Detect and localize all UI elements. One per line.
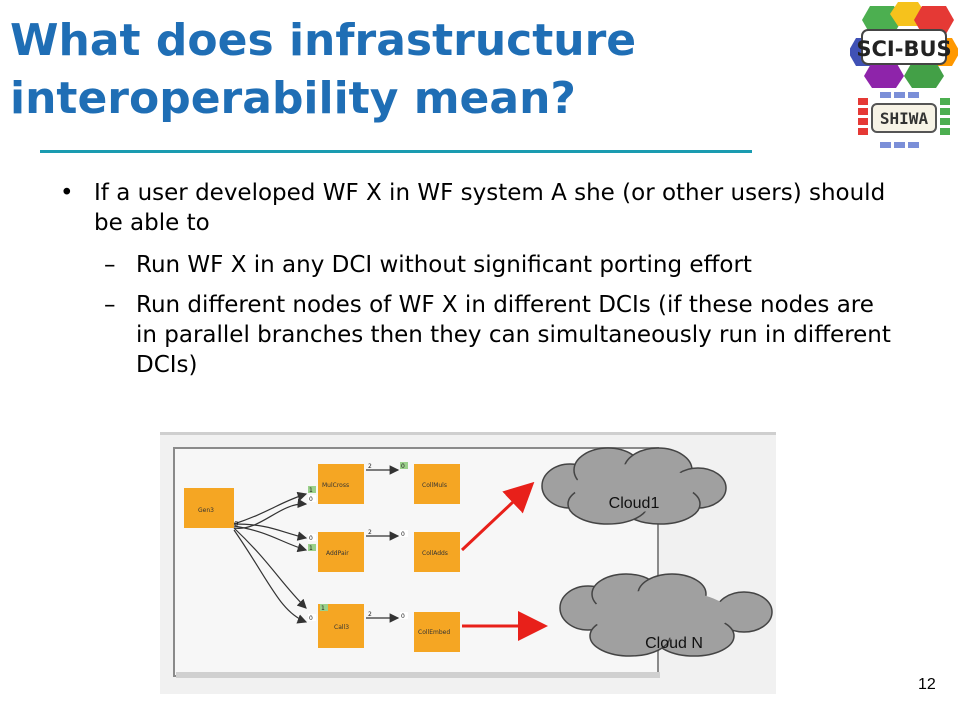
port-label: 0	[309, 615, 313, 622]
cloud-1-label: Cloud1	[609, 495, 660, 512]
node-mulcross	[318, 464, 364, 504]
port-label: 1	[321, 605, 325, 612]
title-line-1: What does infrastructure	[10, 15, 637, 66]
port-label: 0	[401, 463, 405, 470]
sub-bullet-dash: –	[104, 292, 116, 318]
node-call3-label: Call3	[334, 624, 349, 631]
sub-bullet-text: Run different nodes of WF X in different…	[136, 292, 891, 378]
node-addpair	[318, 532, 364, 572]
port-label: 0	[309, 535, 313, 542]
port-label: 0	[401, 531, 405, 538]
sub-bullet-dash: –	[104, 252, 116, 278]
shiwa-mark: SHIWA	[858, 92, 950, 148]
title-underline	[40, 150, 752, 153]
port-label: 0	[234, 520, 238, 528]
node-addpair-label: AddPair	[326, 550, 349, 557]
node-call3	[318, 604, 364, 648]
port-label: 0	[401, 613, 405, 620]
workflow-figure: Gen3 0 MulCross 1 0 2 CollMuls 0 AddPair…	[160, 432, 776, 694]
node-mulcross-label: MulCross	[322, 482, 349, 489]
page-number: 12	[918, 676, 936, 693]
sub-bullet-item: – Run different nodes of WF X in differe…	[60, 290, 900, 380]
port-label: 2	[368, 463, 372, 470]
port-label: 2	[368, 529, 372, 536]
cloud-1	[541, 447, 727, 525]
node-collmuls-label: CollMuls	[422, 482, 447, 489]
node-gen3-label: Gen3	[198, 507, 214, 514]
port-label: 1	[309, 545, 313, 552]
port-label: 2	[368, 611, 372, 618]
title-line-2: interoperability mean?	[10, 73, 576, 124]
cloud-n-label: Cloud N	[645, 635, 703, 652]
bullet-item: • If a user developed WF X in WF system …	[60, 178, 900, 238]
port-label: 0	[309, 496, 313, 503]
sci-bus-shiwa-logo: SCI-BUS SHIWA	[850, 2, 958, 148]
slide-title: What does infrastructure interoperabilit…	[10, 12, 770, 128]
node-colladds	[414, 532, 460, 572]
logo-bottom-text: SHIWA	[880, 109, 929, 128]
cloud-n	[559, 573, 773, 657]
bullet-dot: •	[60, 180, 74, 206]
node-collmuls	[414, 464, 460, 504]
arrow-to-cloud1	[460, 481, 535, 552]
port-label: 1	[309, 487, 313, 494]
bullet-list: • If a user developed WF X in WF system …	[60, 178, 900, 380]
sub-bullet-text: Run WF X in any DCI without significant …	[136, 252, 752, 278]
sci-bus-hexagons: SCI-BUS	[850, 2, 958, 88]
logo-top-text: SCI-BUS	[856, 37, 951, 61]
node-collembed	[414, 612, 460, 652]
bullet-text: If a user developed WF X in WF system A …	[94, 180, 886, 236]
workflow-nodes: Gen3 0 MulCross 1 0 2 CollMuls 0 AddPair…	[184, 462, 460, 652]
workflow-edges	[233, 465, 400, 624]
node-colladds-label: CollAdds	[422, 550, 448, 557]
node-collembed-label: CollEmbed	[418, 629, 450, 636]
sub-bullet-item: – Run WF X in any DCI without significan…	[60, 250, 900, 280]
node-gen3	[184, 488, 234, 528]
